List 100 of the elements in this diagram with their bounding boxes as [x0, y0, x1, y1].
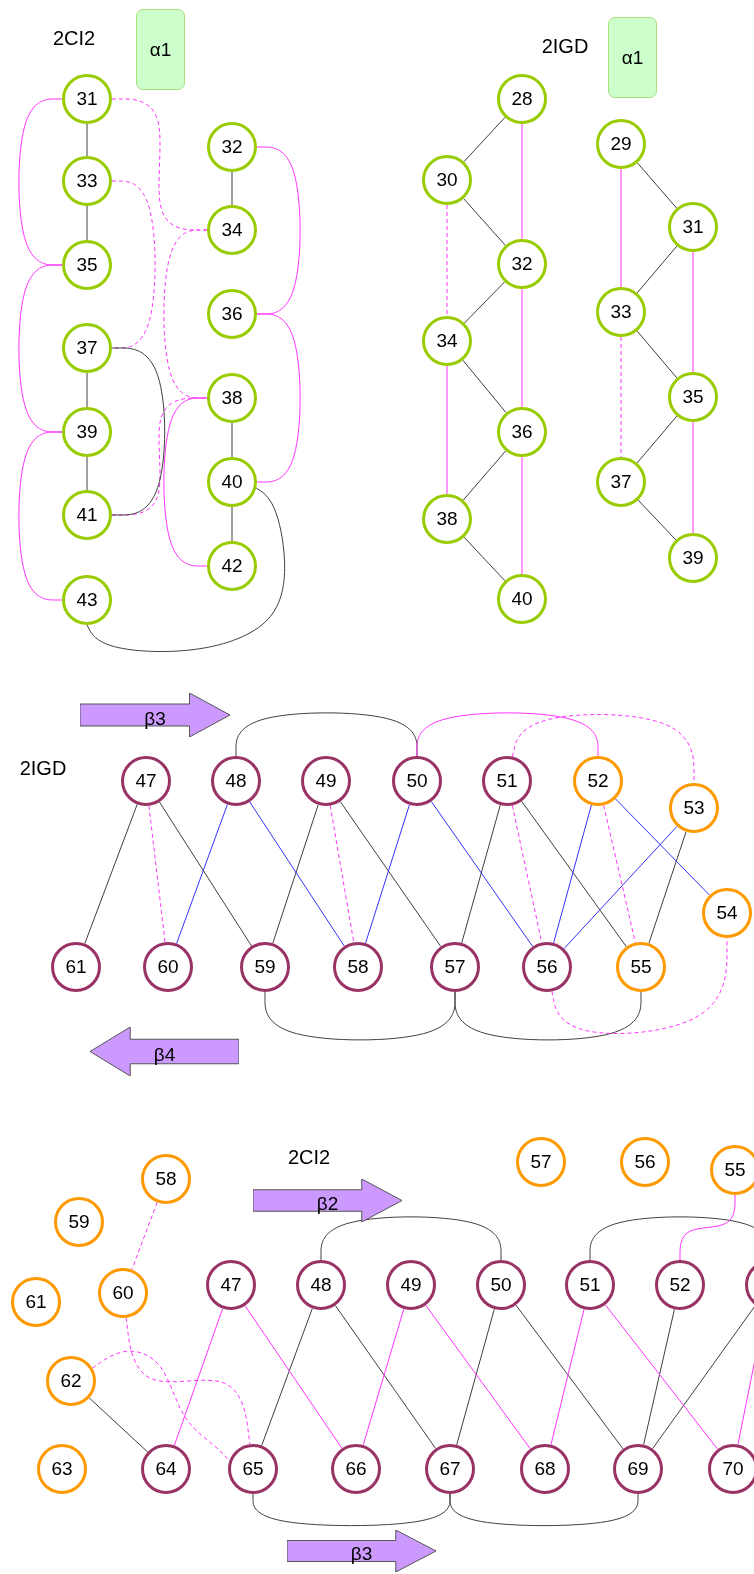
helix-label: α1 — [621, 46, 644, 69]
residue-number: 60 — [112, 1282, 134, 1304]
contact-line — [589, 1216, 754, 1261]
contact-line — [339, 801, 442, 947]
residue-number: 67 — [439, 1458, 461, 1480]
residue-circle — [702, 888, 752, 938]
residue-circle — [425, 1444, 475, 1494]
residue-number: 51 — [579, 1274, 601, 1296]
residue-number: 38 — [436, 508, 458, 530]
contact-line — [163, 397, 208, 567]
contact-line — [249, 801, 345, 947]
residue-number: 58 — [155, 1168, 177, 1190]
residue-circle — [11, 1277, 61, 1327]
residue-number: 57 — [530, 1151, 552, 1173]
contact-line — [231, 422, 233, 458]
contact-line — [86, 372, 88, 408]
contact-line — [256, 146, 301, 315]
residue-circle — [207, 205, 257, 255]
residue-circle — [207, 373, 257, 423]
strand-label: β4 — [153, 1044, 176, 1067]
residue-number: 40 — [511, 588, 533, 610]
contact-line — [231, 506, 233, 542]
contact-line — [463, 198, 506, 246]
contact-line — [446, 204, 448, 317]
residue-circle — [616, 942, 666, 992]
residue-number: 33 — [76, 170, 98, 192]
residue-number: 36 — [221, 303, 243, 325]
residue-circle — [62, 575, 112, 625]
residue-circle — [669, 783, 719, 833]
contact-line — [643, 1308, 675, 1446]
residue-circle — [333, 942, 383, 992]
residue-number: 37 — [76, 337, 98, 359]
contact-line — [462, 359, 507, 414]
contact-line — [550, 1308, 585, 1446]
protein-label: 2IGD — [19, 756, 67, 780]
residue-number: 49 — [315, 770, 337, 792]
contact-line — [261, 1307, 313, 1447]
residue-number: 63 — [51, 1458, 73, 1480]
residue-number: 47 — [135, 770, 157, 792]
contact-line — [604, 1304, 719, 1450]
contact-line — [111, 347, 166, 516]
contact-line — [18, 98, 63, 266]
residue-circle — [296, 1260, 346, 1310]
residue-number: 34 — [221, 219, 243, 241]
residue-circle — [54, 1197, 104, 1247]
residue-number: 31 — [76, 88, 98, 110]
contact-line — [334, 1304, 437, 1450]
residue-circle — [522, 942, 572, 992]
residue-number: 56 — [634, 1151, 656, 1173]
contact-line — [158, 801, 253, 947]
contact-line — [636, 415, 678, 464]
contact-line — [111, 180, 156, 349]
residue-circle — [207, 289, 257, 339]
residue-circle — [62, 407, 112, 457]
residue-number: 64 — [155, 1458, 177, 1480]
residue-number: 43 — [76, 589, 98, 611]
residue-number: 61 — [25, 1291, 47, 1313]
protein-label: 2CI2 — [287, 1145, 331, 1169]
residue-circle — [476, 1260, 526, 1310]
residue-circle — [596, 457, 646, 507]
protein-label: 2CI2 — [52, 26, 96, 50]
residue-circle — [121, 756, 171, 806]
contact-line — [416, 712, 599, 757]
helix-box — [608, 17, 657, 98]
contact-line — [131, 1201, 158, 1271]
contact-line — [454, 991, 642, 1041]
residue-circle — [422, 316, 472, 366]
contact-line — [636, 330, 678, 379]
contact-line — [425, 1304, 531, 1450]
contact-line — [430, 801, 534, 947]
residue-circle — [141, 1154, 191, 1204]
residue-circle — [51, 942, 101, 992]
residue-circle — [207, 457, 257, 507]
contact-line — [173, 1308, 224, 1446]
residue-circle — [422, 155, 472, 205]
residue-circle — [392, 756, 442, 806]
contact-line — [620, 168, 622, 288]
contact-line — [176, 804, 228, 944]
residue-circle — [708, 1444, 754, 1494]
contact-line — [235, 712, 418, 757]
contact-line — [446, 365, 448, 495]
residue-circle — [430, 942, 480, 992]
protein-label: 2IGD — [541, 34, 589, 58]
contact-line — [456, 1308, 495, 1446]
residue-number: 30 — [436, 169, 458, 191]
residue-circle — [207, 122, 257, 172]
residue-circle — [596, 287, 646, 337]
residue-circle — [668, 372, 718, 422]
residue-circle — [228, 1444, 278, 1494]
contact-line — [463, 116, 506, 163]
residue-circle — [46, 1356, 96, 1406]
contact-line — [614, 798, 711, 896]
residue-number: 35 — [76, 254, 98, 276]
strand-label: β3 — [144, 707, 166, 730]
contact-line — [636, 245, 678, 294]
contact-line — [272, 804, 319, 944]
contact-line — [648, 831, 687, 944]
contact-line — [86, 123, 88, 157]
residue-circle — [206, 1260, 256, 1310]
contact-line — [636, 162, 678, 209]
